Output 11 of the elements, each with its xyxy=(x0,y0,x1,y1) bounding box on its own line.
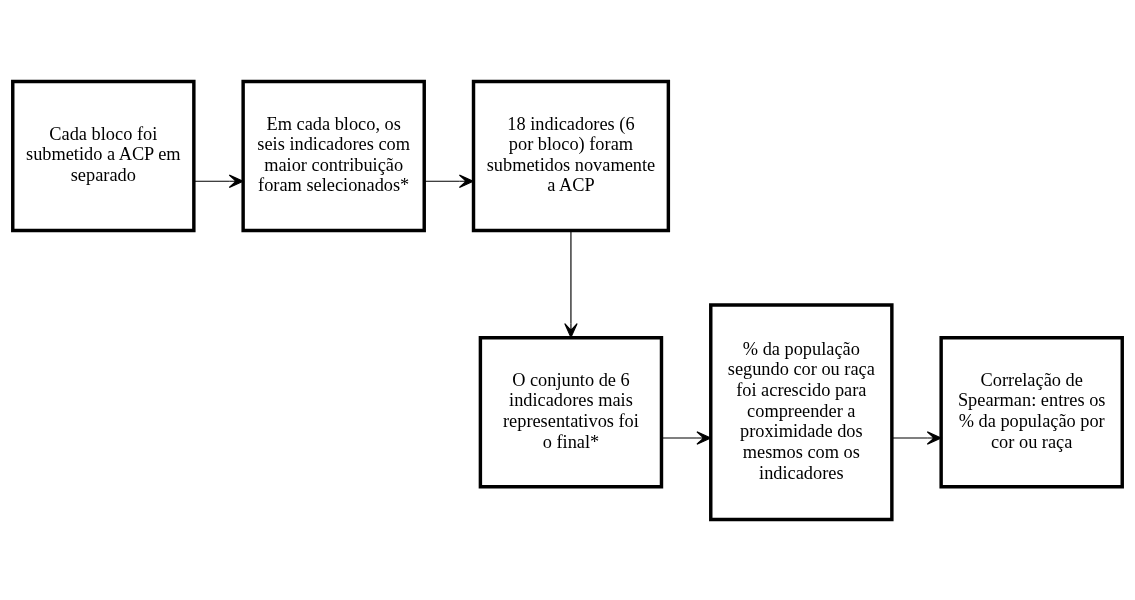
node-box: Correlação de Spearman: entres os % da população por cor ou raça xyxy=(939,335,1124,488)
node-box: 18 indicadores (6 por bloco) foram submetidos novamente a ACP xyxy=(471,79,671,232)
arrow xyxy=(193,174,244,188)
arrow xyxy=(423,174,474,188)
node-box: Em cada bloco, os seis indicadores com maior contribuição foram selecionados* xyxy=(241,79,426,232)
arrow xyxy=(564,229,578,338)
arrow xyxy=(661,430,712,445)
node-box: Cada bloco foi submetido a ACP em separado xyxy=(11,79,196,232)
node-box: % da população segundo cor ou raça foi acrescido para compreender a proximidade dos mesmos com os indicadores xyxy=(709,302,894,521)
arrow xyxy=(891,430,942,445)
node-box: O conjunto de 6 indicadores mais representativos foi o final* xyxy=(478,335,664,488)
